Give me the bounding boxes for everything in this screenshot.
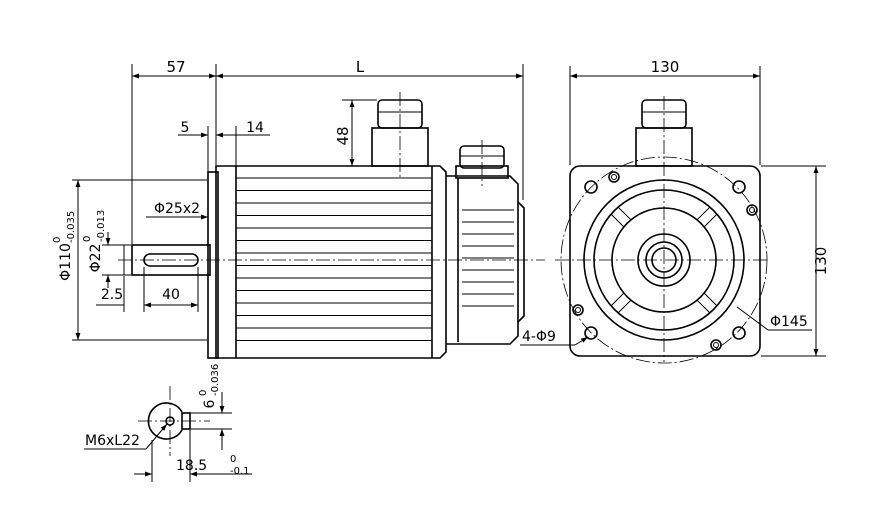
flange-rib-line [703,292,718,307]
dim-6-tol-upper: 0 [198,390,209,396]
encoder-connector [455,140,509,186]
mounting-holes [572,171,758,351]
dim-130-top-label: 130 [651,58,680,76]
dim-4x9-label: 4-Φ9 [522,329,556,345]
flange-rib-line [610,292,625,307]
front-flange-square [569,165,761,357]
dim-2-5-label: 2.5 [101,287,123,303]
dim-6-tol-lower: -0.036 [210,364,221,396]
dim-57-label: 57 [166,58,185,76]
bolt-circle [560,156,768,364]
dim-130-right-label: 130 [812,247,830,276]
shaft-end-detail: 6 0 -0.036 M6xL22 18.5 0 -0.1 [84,364,252,482]
front-connector [635,99,693,167]
dim-22-tol-lower: -0.013 [96,210,107,242]
flange-rib-line [617,206,632,221]
flange-rib-line [696,206,711,221]
dim-145-label: Φ145 [770,314,808,330]
front-dimensions: 130 130 Φ145 4-Φ9 [520,58,830,357]
dim-110-tol-lower: -0.035 [66,211,77,243]
encoder-housing [446,175,525,345]
flange-circle-outer [583,179,745,341]
dim-5-label: 5 [181,120,190,136]
flange-rib-line [696,299,711,314]
front-view [555,96,770,364]
side-view [118,92,545,359]
dim-48-label: 48 [334,126,352,145]
flange-rib-line [703,213,718,228]
dim-18-5-tol-upper: 0 [230,454,236,465]
dim-22-label: Φ22 [88,244,104,273]
dim-L-label: L [356,58,365,76]
dim-110-label: Φ110 [58,243,74,281]
side-dimensions: 57 L 48 5 14 Φ25x2 Φ110 0 -0.035 [52,58,524,341]
shaft-end [651,247,677,273]
flange-rib-line [617,299,632,314]
dim-6-label: 6 [202,399,218,408]
dim-M6-label: M6xL22 [85,433,140,449]
shaft-boss [637,233,691,287]
dim-18-5-tol-lower: -0.1 [230,466,250,477]
dim-110-tol-upper: 0 [52,237,63,243]
motor-body [215,165,447,359]
dim-22-tol-upper: 0 [82,236,93,242]
dim-14-label: 14 [246,120,264,136]
dim-25x2-label: Φ25x2 [154,201,200,217]
flange-rib-line [610,213,625,228]
dim-18-5-label: 18.5 [176,458,207,474]
shaft-key [143,253,199,267]
power-connector [371,92,429,180]
mounting-flange [207,171,219,359]
shaft [123,244,211,276]
dim-40-label: 40 [162,287,180,303]
